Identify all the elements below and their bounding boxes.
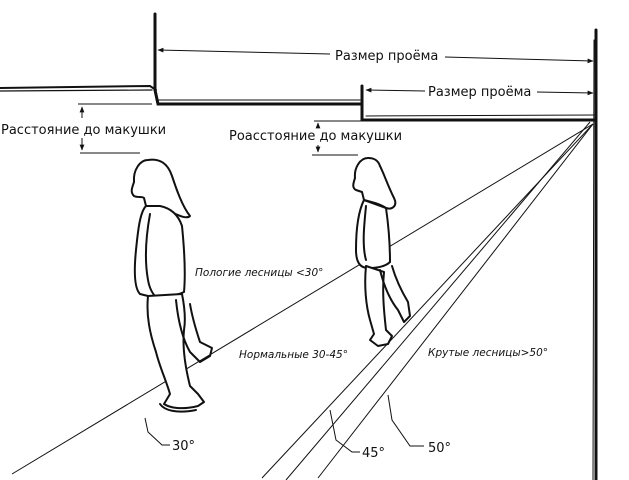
head-clearance-left: Расстояние до макушки: [1, 103, 166, 154]
head-clearance-label-right: Роасстояние до макушки: [229, 129, 402, 144]
stair-slope-lines: [11, 121, 594, 480]
person-figure-left: [130, 158, 213, 413]
angle-30-label: 30°: [172, 439, 195, 454]
stairs-normal-label: Нормальные 30-45°: [239, 349, 348, 361]
opening-size-label-upper: Размер проёма: [335, 49, 438, 64]
head-clearance-right: Роасстояние до макушки: [229, 120, 402, 156]
opening-dimension-upper: Размер проёма: [157, 47, 594, 64]
head-clearance-label-left: Расстояние до макушки: [1, 123, 166, 138]
opening-size-label-lower: Размер проёма: [428, 85, 531, 100]
angle-leaders: [144, 394, 424, 453]
person-figure-right: [352, 157, 411, 347]
angle-45-label: 45°: [362, 446, 385, 461]
stairs-steep-label: Крутые лесницы>50°: [428, 347, 548, 359]
ceiling-slab: [0, 12, 598, 480]
slope-line-45b: [285, 121, 591, 480]
slope-line-30: [11, 123, 594, 475]
stairs-gentle-label: Пологие лесницы <30°: [195, 267, 323, 279]
opening-dimension-lower: Размер проёма: [365, 85, 594, 100]
angle-50-label: 50°: [428, 441, 451, 456]
slope-line-50: [317, 123, 594, 479]
